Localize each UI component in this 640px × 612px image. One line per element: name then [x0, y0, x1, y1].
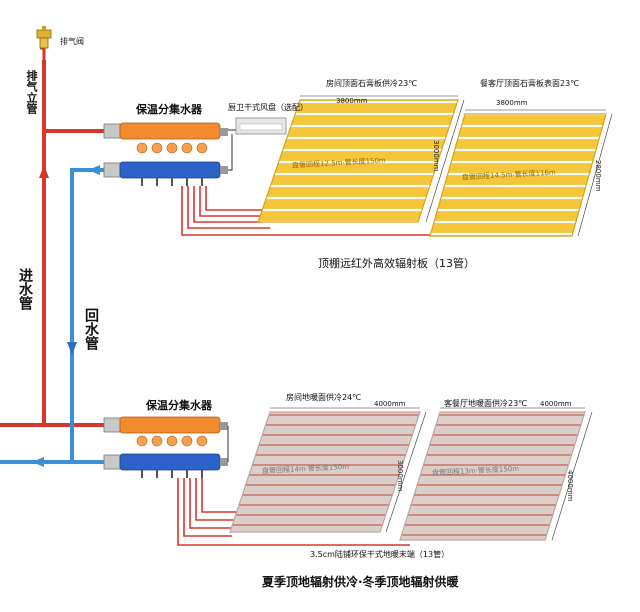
ceiling-caption: 顶棚远红外高效辐射板（13管）	[318, 257, 475, 270]
floor-panel-room-title: 房间地暖面供冷24℃	[286, 393, 362, 402]
supply-pipe-label: 进水管	[17, 268, 33, 310]
bottom-loop-pipes	[177, 478, 410, 546]
floor-panel-living	[399, 411, 586, 541]
fan-coil-label: 厨卫干式风盘（选配）	[228, 103, 308, 112]
top-loop-pipes	[181, 186, 430, 236]
floor-panel-living-title: 客餐厅地暖面供冷23℃	[444, 399, 528, 408]
return-arrow-bottom	[32, 457, 44, 467]
return-flow-arrow	[67, 342, 77, 355]
supply-pipe-network	[0, 46, 104, 427]
ceiling-panel-room-height: 3000mm	[432, 140, 440, 172]
bottom-manifold	[103, 416, 229, 478]
ceiling-panel-living-title: 餐客厅顶面石膏板表面23℃	[480, 79, 580, 88]
return-pipe-label: 回水管	[83, 308, 99, 350]
floor-panel-living-height: 4000mm	[566, 470, 574, 502]
floor-panel-room-width: 4000mm	[374, 400, 406, 408]
vent-riser-label: 排气立管	[25, 70, 38, 114]
bottom-caption: 夏季顶地辐射供冷·冬季顶地辐射供暖	[262, 575, 459, 589]
ceiling-panel-living-height: 2800mm	[594, 160, 602, 192]
floor-dimension-lines	[270, 407, 593, 541]
return-arrow-top	[88, 165, 100, 175]
floor-panel-room-height: 3000mm	[396, 460, 404, 492]
ceiling-dimension-lines	[300, 95, 613, 237]
floor-note: 3.5cm陆铺环保干式地暖末端（13管）	[310, 550, 450, 559]
floor-panel-living-width: 4000mm	[540, 400, 572, 408]
top-manifold-label: 保温分集水器	[136, 103, 202, 116]
vent-valve-label: 排气阀	[60, 37, 84, 46]
bottom-manifold-label: 保温分集水器	[146, 399, 212, 412]
ceiling-panel-living-width: 3800mm	[496, 99, 528, 107]
ceiling-panel-room-width: 3800mm	[336, 97, 368, 105]
supply-flow-arrow	[39, 165, 49, 178]
ceiling-panel-living	[429, 113, 607, 237]
top-manifold	[103, 122, 228, 186]
vent-valve-icon	[36, 26, 52, 49]
ceiling-panel-room-title: 房间顶面石膏板供冷23℃	[326, 79, 418, 88]
floor-panel-room	[229, 411, 421, 533]
ceiling-panel-room	[257, 99, 459, 223]
return-pipe-network	[0, 165, 104, 467]
fan-coil-unit	[228, 117, 287, 171]
